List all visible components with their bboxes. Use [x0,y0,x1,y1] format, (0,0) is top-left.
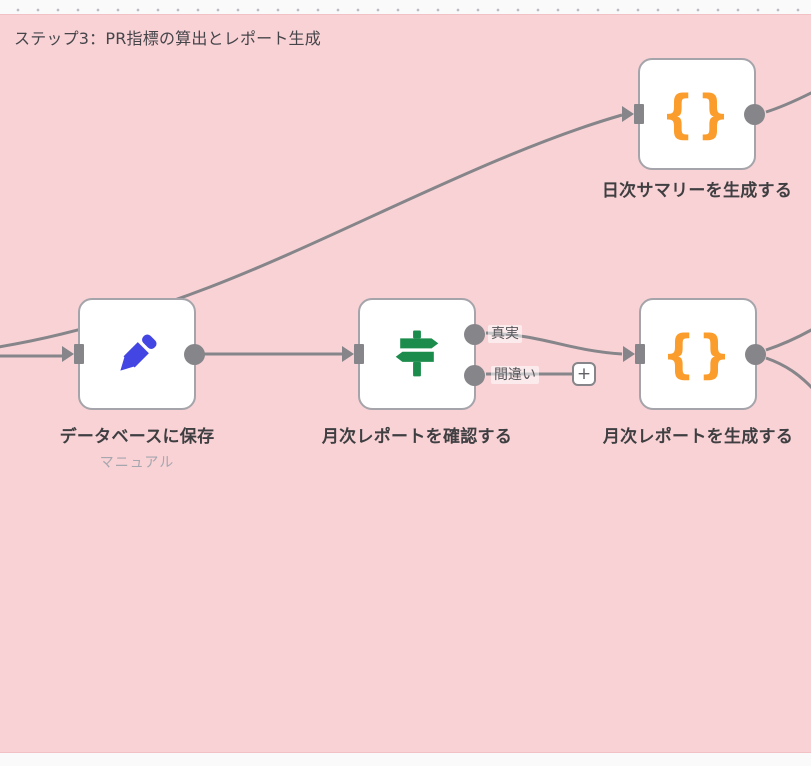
output-dot[interactable] [184,343,205,365]
output-dot-true[interactable] [464,324,485,345]
edge-generate-monthly-out-up[interactable] [765,328,811,352]
node-save-to-database[interactable] [62,298,205,410]
output-dot[interactable] [745,343,766,365]
edge-daily-summary-out-right[interactable] [765,91,811,114]
node-generate-monthly-report[interactable]: {} [623,298,766,410]
output-dot-false[interactable] [464,365,485,386]
node-label-generate-monthly-report: 月次レポートを生成する [602,427,794,447]
curly-braces-icon: {} [662,323,734,385]
input-plug[interactable] [634,104,644,124]
input-arrow-icon[interactable] [62,346,74,362]
node-check-monthly-report[interactable] [342,298,485,410]
input-plug[interactable] [635,344,645,364]
input-plug[interactable] [354,344,364,364]
node-generate-daily-summary[interactable]: {} [622,58,765,170]
branch-label-true: 真実 [488,325,522,343]
branch-label-false: 間違い [491,366,539,384]
sticky-note-title[interactable]: ステップ3：PR指標の算出とレポート生成 [14,29,321,48]
node-label-check-monthly-report: 月次レポートを確認する [321,427,513,447]
edge-generate-monthly-out-down[interactable] [765,356,811,390]
input-arrow-icon[interactable] [622,106,634,122]
pencil-icon [120,334,157,371]
input-arrow-icon[interactable] [623,346,635,362]
node-sublabel-manual-trigger: マニュアル [99,455,175,471]
signpost-icon [395,330,439,377]
node-label-generate-daily-summary: 日次サマリーを生成する [601,181,793,201]
input-arrow-icon[interactable] [342,346,354,362]
add-node-button[interactable]: + [572,362,596,386]
curly-braces-icon: {} [661,83,733,145]
output-dot[interactable] [744,103,765,125]
input-plug[interactable] [74,344,84,364]
node-label-save-to-database: データベースに保存 [59,427,215,447]
